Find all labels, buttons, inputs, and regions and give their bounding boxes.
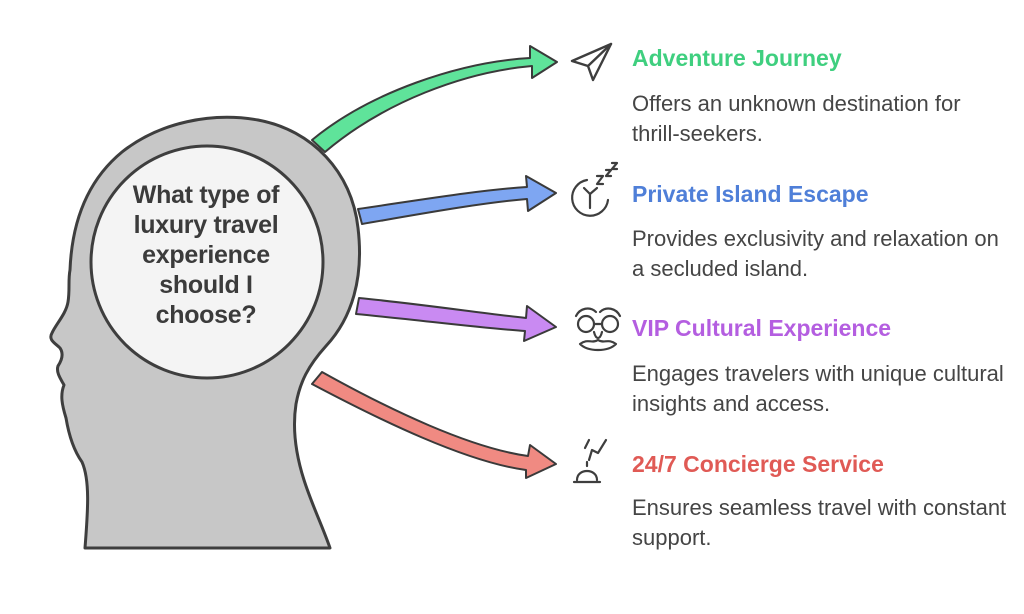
option-title-vip-cultural-experience: VIP Cultural Experience bbox=[632, 315, 892, 341]
option-description-private-island-escape: Provides exclusivity and relaxation on a… bbox=[632, 226, 999, 281]
arrow-private-island bbox=[357, 175, 557, 225]
question-circle bbox=[89, 144, 325, 380]
option-title-adventure-journey: Adventure Journey bbox=[632, 45, 842, 71]
arrow-concierge bbox=[311, 371, 557, 479]
option-title-private-island-escape: Private Island Escape bbox=[632, 181, 869, 207]
option-description-concierge-service: Ensures seamless travel with constant su… bbox=[632, 495, 1007, 550]
sleep-zzz-icon bbox=[571, 161, 619, 217]
service-bell-icon bbox=[572, 438, 608, 484]
arrow-adventure bbox=[311, 45, 558, 153]
paper-plane-icon bbox=[570, 42, 613, 82]
option-description-vip-cultural-experience: Engages travelers with unique cultural i… bbox=[632, 361, 1004, 416]
option-title-concierge-service: 24/7 Concierge Service bbox=[632, 451, 884, 477]
disguise-glasses-icon bbox=[574, 307, 622, 352]
arrow-vip-cultural bbox=[355, 297, 557, 342]
option-description-adventure-journey: Offers an unknown destination for thrill… bbox=[632, 91, 961, 146]
central-question: What type of luxury travel experience sh… bbox=[132, 181, 280, 329]
